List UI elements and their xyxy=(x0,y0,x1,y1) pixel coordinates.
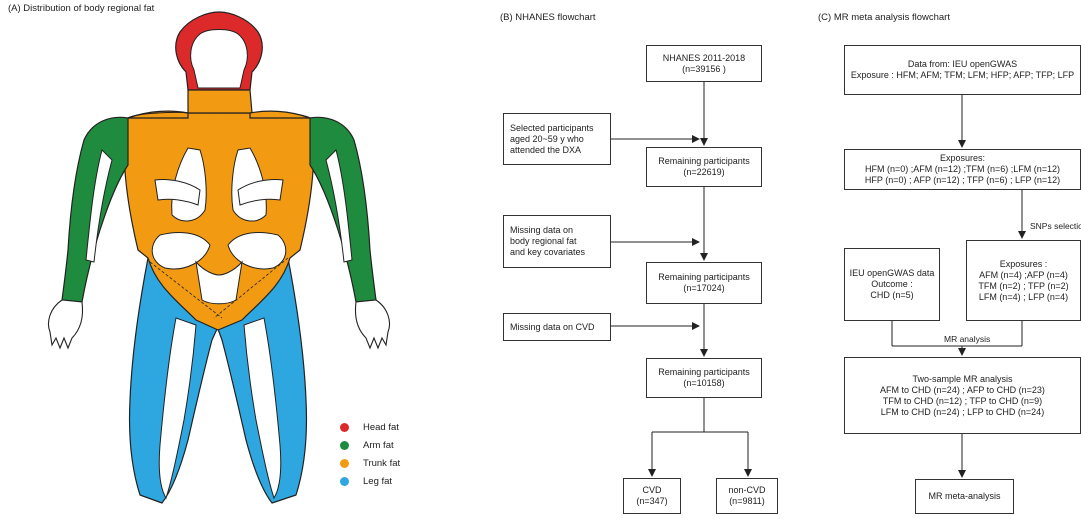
box-remaining-1-line-1: Remaining participants xyxy=(658,156,750,166)
box-data-source-line-2: Exposure : HFM; AFM; TFM; LFM; HFP; AFP;… xyxy=(850,70,1075,80)
body-figure xyxy=(47,11,391,504)
mr-analysis-label: MR analysis xyxy=(944,334,991,344)
box-two-sample-mr-line-1: Two-sample MR analysis xyxy=(912,373,1013,384)
box-remaining-3-line-2: (n=10158) xyxy=(683,378,725,388)
box-outcome-chd-line-2: Outcome : xyxy=(871,279,913,289)
box-mr-meta-analysis-line-1: MR meta-analysis xyxy=(928,491,1001,501)
panel-c-title: (C) MR meta analysis flowchart xyxy=(818,12,950,23)
box-outcome-chd-line-1: IEU openGWAS data xyxy=(849,268,935,278)
box-selected-exposures: Exposures : AFM (n=4) ;AFP (n=4) TFM (n=… xyxy=(966,240,1081,321)
box-selected-participants-line-3: attended the DXA xyxy=(510,144,582,155)
box-remaining-3-line-1: Remaining participants xyxy=(658,367,750,377)
legend-trunk-fat-dot xyxy=(340,459,349,468)
legend-trunk-fat: Trunk fat xyxy=(340,458,400,469)
box-two-sample-mr-line-3: TFM to CHD (n=12) ; TFP to CHD (n=9) xyxy=(882,395,1043,406)
legend-head-fat-label: Head fat xyxy=(363,422,399,433)
box-selected-exposures-line-2: AFM (n=4) ;AFP (n=4) xyxy=(979,269,1068,280)
legend-arm-fat-label: Arm fat xyxy=(363,440,394,451)
panel-b-title: (B) NHANES flowchart xyxy=(500,12,596,23)
box-two-sample-mr-line-2: AFM to CHD (n=24) ; AFP to CHD (n=23) xyxy=(880,384,1045,395)
legend-arm-fat-dot xyxy=(340,441,349,450)
box-exposures-line-2: HFM (n=0) ;AFM (n=12) ;TFM (n=6) ;LFM (n… xyxy=(864,164,1061,174)
box-outcome-chd: IEU openGWAS data Outcome : CHD (n=5) xyxy=(844,248,940,321)
box-selected-participants-line-2: aged 20~59 y who xyxy=(510,133,584,144)
box-missing-fat-line-1: Missing data on xyxy=(510,225,574,235)
box-nhanes-start: NHANES 2011-2018 (n=39156 ) xyxy=(646,45,762,82)
box-remaining-1: Remaining participants (n=22619) xyxy=(646,147,762,187)
box-two-sample-mr-line-4: LFM to CHD (n=24) ; LFP to CHD (n=24) xyxy=(880,406,1045,417)
box-selected-exposures-line-1: Exposures : xyxy=(999,258,1048,269)
box-cvd-line-2: (n=347) xyxy=(636,496,668,506)
legend-leg-fat-label: Leg fat xyxy=(363,476,393,487)
box-outcome-chd-line-3: CHD (n=5) xyxy=(870,290,914,300)
box-remaining-2-line-2: (n=17024) xyxy=(683,283,725,293)
legend-head-fat-dot xyxy=(340,423,349,432)
box-missing-cvd-line-1: Missing data on CVD xyxy=(510,321,595,332)
box-remaining-1-line-2: (n=22619) xyxy=(683,167,725,177)
box-nhanes-start-line-1: NHANES 2011-2018 xyxy=(662,52,746,63)
box-missing-fat: Missing data on body regional fat and ke… xyxy=(503,215,611,268)
legend-head-fat: Head fat xyxy=(340,422,399,433)
legend-leg-fat: Leg fat xyxy=(340,476,392,487)
box-non-cvd: non-CVD (n=9811) xyxy=(716,478,778,514)
box-remaining-3: Remaining participants (n=10158) xyxy=(646,358,762,398)
legend-trunk-fat-label: Trunk fat xyxy=(363,458,401,469)
legend-leg-fat-dot xyxy=(340,477,349,486)
box-nhanes-start-line-2: (n=39156 ) xyxy=(682,63,726,74)
box-remaining-2-line-1: Remaining participants xyxy=(658,272,750,282)
box-selected-participants: Selected participants aged 20~59 y who a… xyxy=(503,113,611,165)
box-mr-meta-analysis: MR meta-analysis xyxy=(915,479,1014,514)
box-selected-exposures-line-3: TFM (n=2) ; TFP (n=2) xyxy=(978,280,1069,291)
box-data-source-line-1: Data from: IEU openGWAS xyxy=(907,59,1018,69)
box-exposures: Exposures: HFM (n=0) ;AFM (n=12) ;TFM (n… xyxy=(844,149,1081,190)
box-selected-exposures-line-4: LFM (n=4) ; LFP (n=4) xyxy=(978,291,1069,302)
box-non-cvd-line-1: non-CVD xyxy=(728,485,766,495)
panel-a-title: (A) Distribution of body regional fat xyxy=(8,3,155,14)
box-missing-fat-line-2: body regional fat xyxy=(510,236,577,246)
box-selected-participants-line-1: Selected participants xyxy=(510,122,594,133)
box-exposures-line-1: Exposures: xyxy=(939,153,986,163)
box-data-source: Data from: IEU openGWAS Exposure : HFM; … xyxy=(844,45,1081,95)
box-two-sample-mr: Two-sample MR analysis AFM to CHD (n=24)… xyxy=(844,357,1081,434)
box-missing-cvd: Missing data on CVD xyxy=(503,313,611,341)
box-missing-fat-line-3: and key covariates xyxy=(510,247,586,257)
box-remaining-2: Remaining participants (n=17024) xyxy=(646,262,762,304)
box-cvd: CVD (n=347) xyxy=(623,478,681,514)
box-exposures-line-3: HFP (n=0) ; AFP (n=12) ; TFP (n=6) ; LFP… xyxy=(864,175,1061,185)
legend-arm-fat: Arm fat xyxy=(340,440,394,451)
box-non-cvd-line-2: (n=9811) xyxy=(729,496,765,506)
snps-selection-label: SNPs selectio xyxy=(1030,221,1081,231)
box-cvd-line-1: CVD xyxy=(642,485,662,495)
